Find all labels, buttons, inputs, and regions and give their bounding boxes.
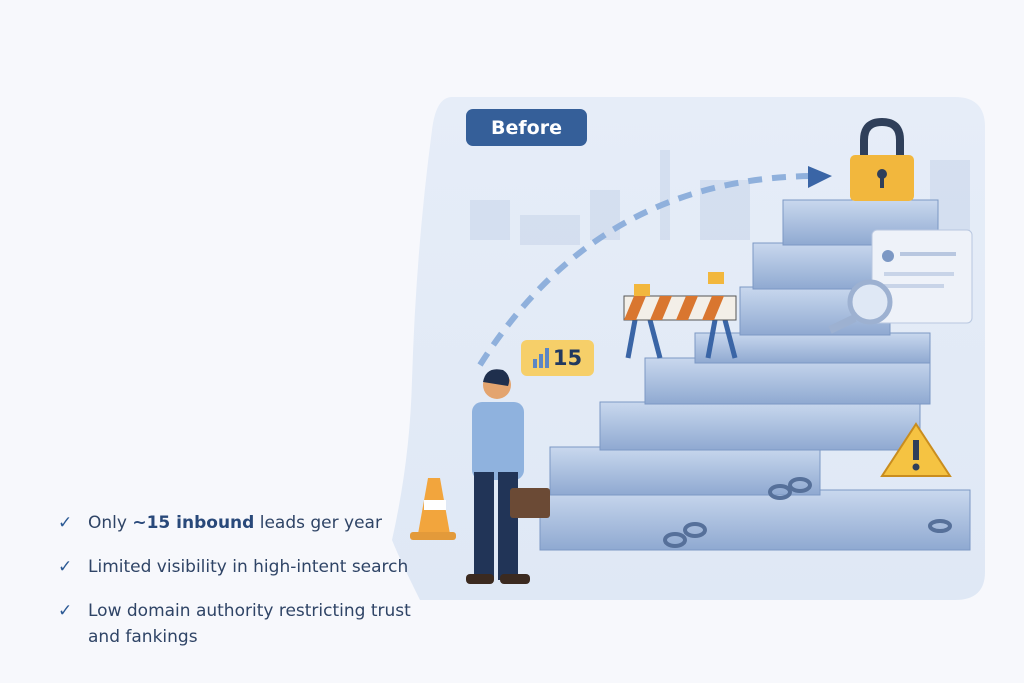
dashed-arrow-path	[477, 172, 821, 367]
arrow-head-icon	[808, 166, 832, 188]
check-icon: ✓	[58, 513, 73, 533]
magnifier-icon	[828, 279, 893, 334]
before-badge: Before	[466, 109, 587, 146]
list-item: ✓ Limited visibility in high-intent sear…	[58, 554, 448, 580]
lead-count-value: 15	[552, 346, 583, 370]
list-item: ✓ Low domain authority restricting trust…	[58, 598, 448, 650]
check-icon: ✓	[58, 557, 73, 577]
warning-sign-icon	[880, 422, 952, 477]
broken-chain-icon	[663, 477, 952, 548]
bullet-text: leads ger year	[254, 513, 382, 533]
check-icon: ✓	[58, 601, 73, 621]
lead-count-card: 15	[521, 340, 594, 376]
bullet-text: Only	[88, 513, 133, 533]
padlock-icon	[850, 117, 914, 201]
bullet-text: Low domain authority restricting trust a…	[88, 601, 411, 647]
traffic-cone-icon	[410, 478, 456, 540]
stone-staircase	[539, 199, 971, 551]
before-bullet-list: ✓ Only ~15 inbound leads ger year ✓ Limi…	[58, 510, 448, 668]
browser-window-icon	[871, 229, 973, 324]
bar-chart-icon	[532, 348, 549, 368]
list-item: ✓ Only ~15 inbound leads ger year	[58, 510, 448, 536]
bullet-text: Limited visibility in high-intent search	[88, 557, 409, 577]
businessman-figure	[466, 369, 550, 584]
bullet-highlight: ~15 inbound	[132, 513, 255, 533]
road-barrier-icon	[623, 272, 738, 359]
